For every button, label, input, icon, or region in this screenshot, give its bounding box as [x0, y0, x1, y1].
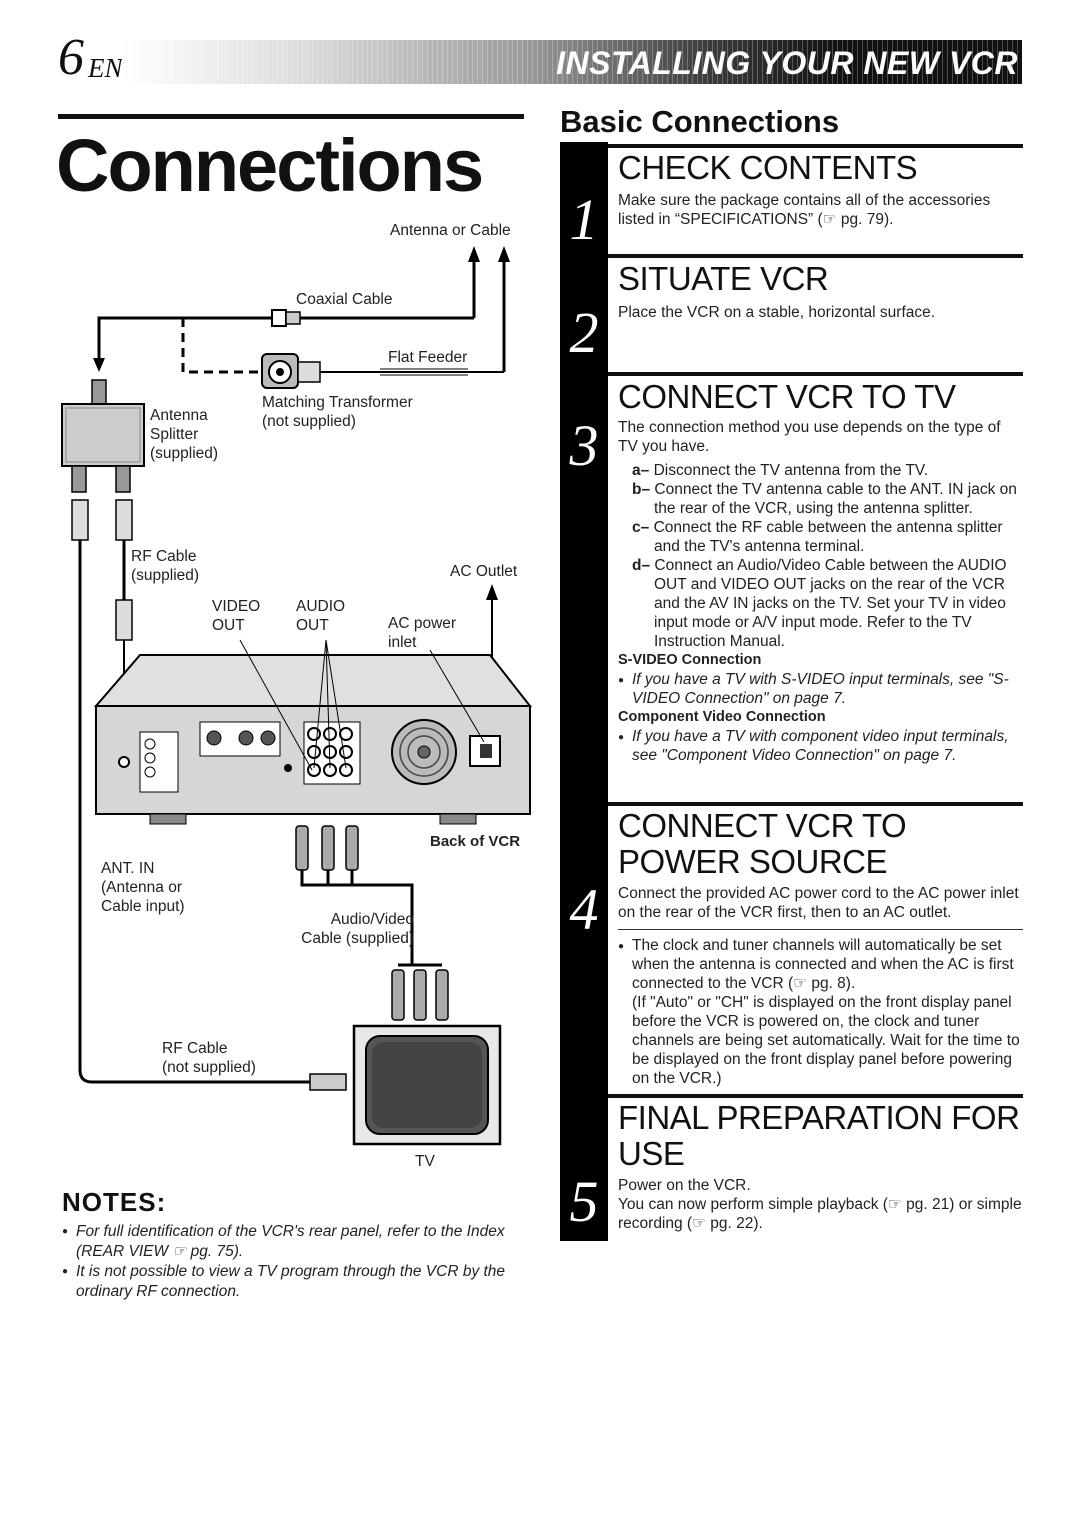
sub-text: Connect the TV antenna cable to the ANT.… — [654, 481, 1017, 517]
label-coaxial-cable: Coaxial Cable — [296, 291, 393, 308]
page-number: 6 — [58, 29, 84, 86]
av-plugs-tv — [391, 960, 449, 1021]
antenna-splitter — [61, 379, 145, 541]
step-5-title-line1: FINAL PREPARATION FOR — [618, 1099, 1020, 1136]
label-antenna-splitter: Antenna Splitter (supplied) — [150, 407, 219, 462]
step-4-rule — [608, 802, 1023, 806]
dashed-path — [181, 318, 262, 374]
matching-transformer — [261, 353, 321, 389]
step-3-number: 3 — [569, 413, 599, 478]
label-av-cable: Audio/Video Cable (supplied) — [301, 911, 414, 947]
step-2-number: 2 — [569, 300, 599, 365]
label-ac-power-inlet: AC power inlet — [388, 615, 457, 651]
language-code: EN — [88, 53, 123, 83]
step-3-text: The connection method you use depends on… — [618, 419, 1001, 455]
tv-set — [352, 1024, 502, 1146]
sub-text: Connect the RF cable between the antenna… — [653, 519, 1003, 555]
svideo-text: If you have a TV with S-VIDEO input term… — [618, 670, 1023, 708]
section-title: INSTALLING YOUR NEW VCR — [556, 45, 1018, 81]
notes-heading: NOTES: — [62, 1187, 167, 1217]
vcr-back-panel — [93, 654, 533, 825]
step-4-divider — [618, 929, 1023, 930]
step-1-text: Make sure the package contains all of th… — [618, 192, 991, 228]
page-title: Connections — [56, 124, 484, 207]
step-4-note: The clock and tuner channels will automa… — [618, 936, 1023, 1088]
step-3-body: The connection method you use depends on… — [618, 418, 1023, 765]
component-heading: Component Video Connection — [618, 709, 826, 725]
label-matching-transformer: Matching Transformer (not supplied) — [262, 394, 413, 430]
step-5-number: 5 — [569, 1169, 599, 1234]
step-4-title-line1: CONNECT VCR TO — [618, 807, 907, 844]
label-antenna-or-cable: Antenna or Cable — [390, 222, 511, 239]
connection-diagram — [61, 246, 533, 1146]
step-2-title: SITUATE VCR — [618, 260, 829, 297]
sub-text: Disconnect the TV antenna from the TV. — [653, 462, 929, 479]
sub-text: Connect an Audio/Video Cable between the… — [654, 557, 1007, 650]
step-4-bullet-cont: (If "Auto" or "CH" is displayed on the f… — [632, 994, 1020, 1087]
av-cable-path — [300, 870, 414, 960]
rf-cable-long — [78, 540, 310, 1084]
sub-key: b– — [632, 481, 651, 498]
step-3-rule — [608, 372, 1023, 376]
step-4-bullet: The clock and tuner channels will automa… — [618, 936, 1023, 993]
svideo-heading: S-VIDEO Connection — [618, 652, 762, 668]
label-tv: TV — [415, 1153, 435, 1170]
step-4-number: 4 — [569, 877, 599, 942]
rf-plug — [115, 599, 133, 641]
label-rf-cable-not-supplied: RF Cable (not supplied) — [162, 1040, 256, 1076]
coax-to-splitter — [97, 316, 272, 360]
sub-key: a– — [632, 462, 650, 479]
step-1-rule — [608, 144, 1023, 148]
label-rf-cable-supplied: RF Cable (supplied) — [131, 548, 200, 584]
coax-connector — [271, 309, 301, 327]
label-flat-feeder: Flat Feeder — [388, 349, 468, 366]
step-1-title: CHECK CONTENTS — [618, 149, 918, 186]
title-rule — [58, 114, 524, 119]
step-2-text: Place the VCR on a stable, horizontal su… — [618, 304, 936, 321]
label-ant-in: ANT. IN (Antenna or Cable input) — [101, 860, 185, 915]
label-video-out: VIDEO OUT — [212, 598, 261, 634]
step-2-rule — [608, 254, 1023, 258]
note-item: For full identification of the VCR's rea… — [62, 1222, 532, 1261]
step-4-text: Connect the provided AC power cord to th… — [618, 885, 1019, 921]
header-gradient-bar — [122, 40, 1022, 84]
av-plugs-vcr — [295, 825, 359, 871]
basic-connections-heading: Basic Connections — [560, 104, 840, 139]
header-stripes — [122, 40, 1022, 84]
label-ac-outlet: AC Outlet — [450, 563, 518, 580]
component-text: If you have a TV with component video in… — [618, 727, 1023, 765]
step-5-body: Power on the VCR. You can now perform si… — [618, 1176, 1023, 1233]
notes-list: For full identification of the VCR's rea… — [62, 1222, 532, 1302]
note-item: It is not possible to view a TV program … — [62, 1262, 532, 1301]
step-1-number: 1 — [569, 187, 599, 252]
step-5-line2: You can now perform simple playback (☞ p… — [618, 1196, 1022, 1232]
step-3-title: CONNECT VCR TO TV — [618, 378, 956, 415]
sub-key: c– — [632, 519, 650, 536]
sub-key: d– — [632, 557, 651, 574]
step-bar — [560, 142, 608, 1241]
step-5-line1: Power on the VCR. — [618, 1177, 751, 1194]
step-5-rule — [608, 1094, 1023, 1098]
label-back-of-vcr: Back of VCR — [430, 833, 521, 850]
label-audio-out: AUDIO OUT — [296, 598, 346, 634]
step-4-title-line2: POWER SOURCE — [618, 843, 888, 880]
step-5-title-line2: USE — [618, 1135, 685, 1172]
